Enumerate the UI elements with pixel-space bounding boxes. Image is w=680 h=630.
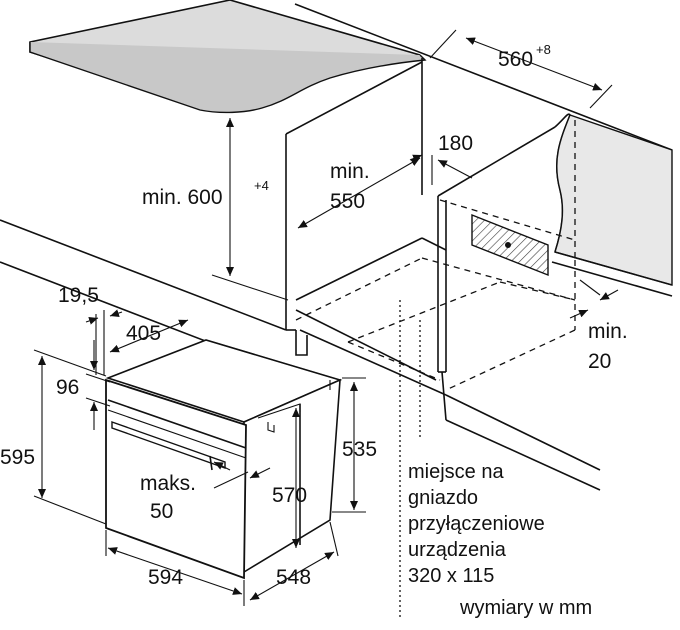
oven bbox=[105, 339, 343, 580]
dim-niche-height: min. 600 bbox=[142, 186, 223, 209]
note-line-5: 320 x 115 bbox=[408, 565, 494, 587]
dim-body-height: 535 bbox=[342, 438, 377, 461]
dimension-lines bbox=[33, 29, 619, 606]
hidden-outline bbox=[295, 120, 576, 620]
dim-top-depth: 405 bbox=[126, 322, 161, 345]
note-line-4: urządzenia bbox=[408, 539, 507, 561]
dim-niche-depth-2: 550 bbox=[330, 190, 365, 213]
dim-niche-height-tolerance: +4 bbox=[254, 178, 269, 193]
dim-niche-depth-1: min. bbox=[330, 160, 370, 183]
note-line-3: przyłączeniowe bbox=[408, 513, 545, 535]
note-line-1: miejsce na bbox=[408, 461, 504, 483]
dim-front-offset: 19,5 bbox=[58, 284, 99, 307]
dim-gap-bottom-1: min. bbox=[588, 320, 628, 343]
dim-width: 594 bbox=[148, 566, 183, 589]
units-note: wymiary w mm bbox=[459, 597, 592, 619]
dim-door-gap-2: 50 bbox=[150, 500, 173, 523]
worktop bbox=[29, 0, 427, 114]
cabinet-niche bbox=[0, 3, 673, 491]
dimension-labels: 560 +8 min. 600 +4 min. 550 180 min. 20 … bbox=[0, 42, 628, 589]
dim-niche-width-tolerance: +8 bbox=[536, 42, 551, 57]
socket-area bbox=[471, 213, 549, 277]
dim-gap-bottom-2: 20 bbox=[588, 350, 611, 373]
dim-overall-height: 595 bbox=[0, 446, 35, 469]
dim-inner-height: 570 bbox=[272, 484, 307, 507]
dim-vent-depth: 180 bbox=[438, 132, 473, 155]
dim-depth: 548 bbox=[276, 566, 311, 589]
dim-door-gap-1: maks. bbox=[140, 472, 196, 495]
note-line-2: gniazdo bbox=[408, 487, 478, 509]
socket-note: miejsce na gniazdo przyłączeniowe urządz… bbox=[408, 461, 592, 619]
dim-panel-height: 96 bbox=[56, 376, 79, 399]
dim-niche-width: 560 bbox=[498, 48, 533, 71]
